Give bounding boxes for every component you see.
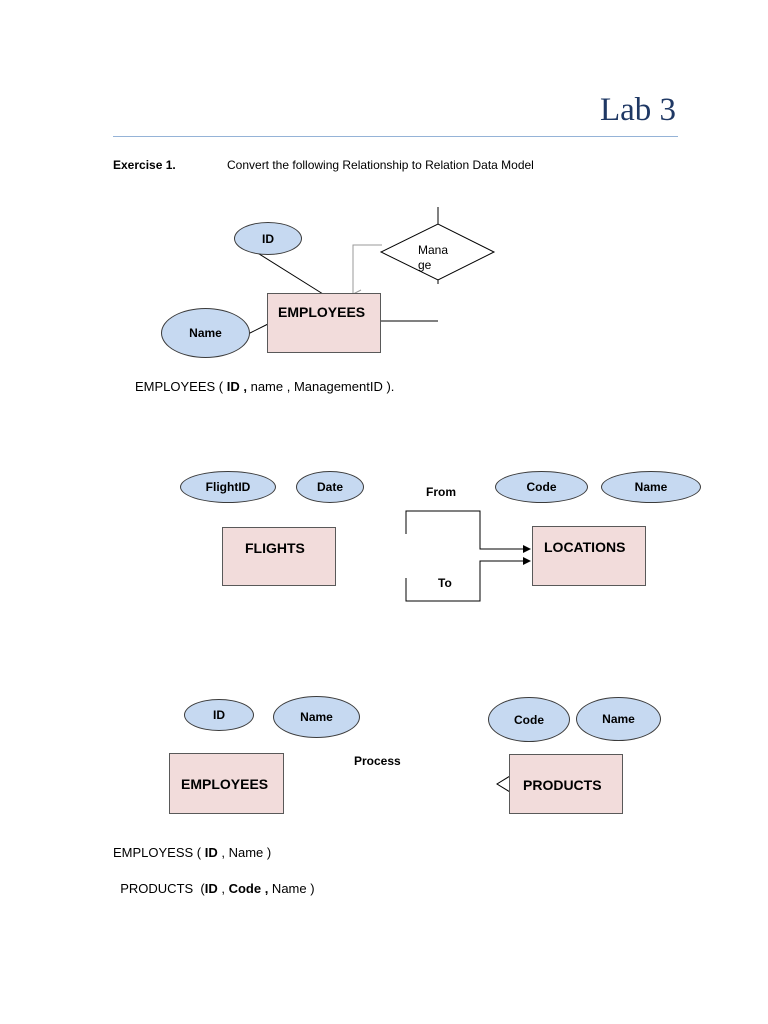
to-connector [405,557,531,602]
attribute-name: Name [161,308,250,358]
attribute-flightid: FlightID [180,471,276,503]
attribute-location-name: Name [601,471,701,503]
exercise-label: Exercise 1. [113,158,176,172]
schema-key-id: ID [204,845,218,860]
entity-products: PRODUCTS [509,754,623,814]
entity-locations: LOCATIONS [532,526,646,586]
attribute-emp-id: ID [184,699,254,731]
relationship-process: Process [354,754,401,768]
relationship-manage: Mana ge [418,243,448,273]
relationship-manage-line1: Mana [418,243,449,257]
products-notch [496,775,511,793]
attribute-prod-code: Code [488,697,570,742]
entity-flights: FLIGHTS [222,527,336,586]
schema-key: ID , [226,379,247,394]
attribute-date: Date [296,471,364,503]
attribute-emp-name: Name [273,696,360,738]
schema-employess: EMPLOYESS ( ID , Name ) [113,845,272,860]
id-connector [255,251,324,295]
exercise-instruction: Convert the following Relationship to Re… [227,158,534,172]
relationship-manage-line2: ge [418,258,432,272]
entity-flights-label: FLIGHTS [245,540,305,556]
entity-employees-2: EMPLOYEES [169,753,284,814]
attribute-code: Code [495,471,588,503]
entity-employees-2-label: EMPLOYEES [181,776,269,792]
schema-key-id-2: ID [204,881,218,896]
entity-employees-label: EMPLOYEES [278,304,366,320]
schema-employees: EMPLOYEES ( ID , name , ManagementID ). [135,379,395,394]
manage-diamond [379,223,496,281]
header-rule [113,136,678,137]
schema-products: PRODUCTS (ID , Code , Name ) [120,881,315,896]
manage-arrow [353,244,382,294]
label-from: From [426,485,456,499]
page-title: Lab 3 [599,92,676,128]
entity-products-label: PRODUCTS [523,777,602,793]
attribute-prod-name: Name [576,697,661,741]
attribute-id: ID [234,222,302,255]
entity-locations-label: LOCATIONS [544,539,626,555]
entity-employees: EMPLOYEES [267,293,381,353]
from-connector [405,510,531,553]
name-connector [247,323,269,335]
label-to: To [438,576,452,590]
schema-key-code: Code , [228,881,269,896]
